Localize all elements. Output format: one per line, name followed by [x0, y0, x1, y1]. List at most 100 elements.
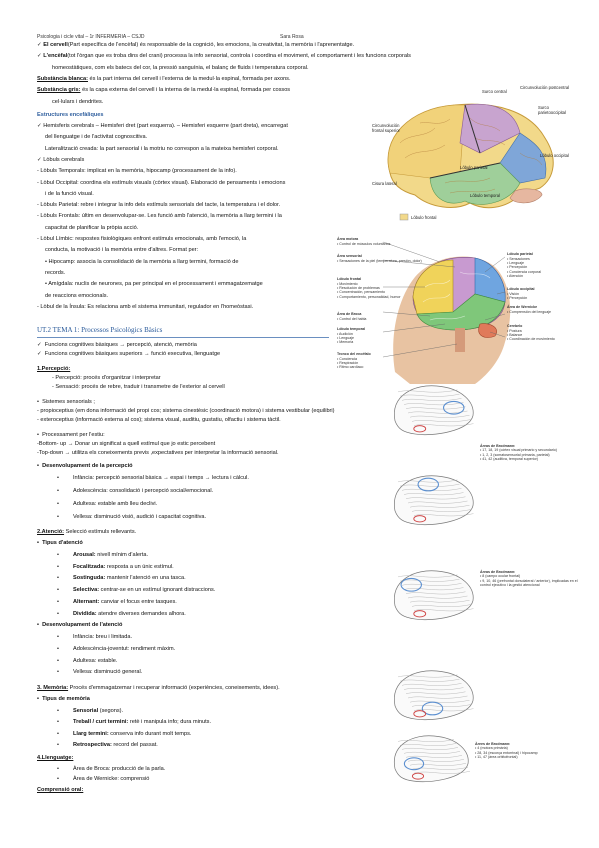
function-item: • Ritmo cardíaco [337, 365, 364, 370]
tipus-atencio-title: • Tipus d'atenció [37, 540, 83, 546]
function-item: • Control del habla [337, 316, 367, 321]
intro-text: homeostàtiques, com els batecs del cor, … [52, 64, 309, 71]
structure-line: records. [45, 269, 66, 276]
brodmann-brain [394, 735, 471, 783]
list-item: •Sostinguda: mantenir l'atenció en una t… [57, 575, 186, 582]
list-item: •Adolescència-joventut: rendiment màxim. [57, 646, 175, 653]
percepcio-title: 1.Percepció: [37, 366, 71, 372]
function-item: • Movimiento [337, 281, 358, 286]
brodmann-item: • 9, 10, 46 (prefrontal dorsolateral / a… [480, 578, 578, 588]
label-surco-parieto: Surco parietooccipital [538, 105, 566, 115]
brodmann-item: • 28, 34 (escorça entorrinal) i hipocamp [475, 750, 538, 755]
list-text: Adultesa: estable. [72, 657, 118, 664]
ut-item-1: ✓ Funcions cognitives bàsiques → percepc… [37, 342, 197, 348]
function-item: • Conciencia corporal [507, 269, 542, 274]
list-text: resposta a un únic estímul. [105, 563, 174, 570]
list-term: Selectiva: [72, 587, 100, 594]
list-text: centrar-se en un estímul ignorant distra… [99, 587, 216, 594]
intro-term: El cervell [43, 42, 68, 48]
function-item: • Atención [507, 274, 524, 279]
brodmann-item: • 4 (motora primària) [475, 746, 508, 751]
proces-line-2: -Top-down → utilitza els coneixements pr… [37, 450, 279, 456]
list-text: retè i manipula info; dura minuts. [128, 719, 212, 726]
list-item: •Àrea de Wernicke: comprensió [57, 776, 149, 783]
structures-title: Estructures encefàliques [37, 112, 104, 118]
function-group-title: Cerebelo [507, 324, 523, 328]
list-text: Vellesa: disminució visió, audició i cap… [72, 514, 207, 520]
list-item: • Infància: percepció sensorial bàsica → … [57, 475, 249, 482]
title-rule [37, 337, 329, 338]
structure-line: - Lòbul Límbic: respostes fisiològiques … [37, 236, 247, 242]
brodmann-brain [394, 385, 474, 435]
structure-line: conducta, la motivació i la memòria entr… [45, 247, 199, 254]
structure-line: - Lòbuls Frontals: últim en desenvolupar… [37, 213, 282, 220]
intro-text: és la part interna del cervell i l'exter… [87, 75, 291, 82]
list-text: Adultesa: estable amb lleu declivi. [72, 501, 158, 507]
intro-line: ✓ El cervell(Part específica de l'encèfa… [37, 42, 355, 48]
structure-line: Lateralització creada: la part sensorial… [45, 145, 279, 152]
intro-line: cel·lulars i dendrites. [52, 99, 103, 106]
bullet-icon: • [57, 741, 59, 748]
brodmann-brain [394, 475, 474, 525]
brodmann-figure: Áreas de Brodmann: • 17, 18, 19 (córtex … [385, 384, 585, 824]
structure-line: - Lòbul Occipital: coordina els estímuls… [37, 179, 286, 186]
tipus-memoria-title: • Tipus de memòria [37, 696, 90, 702]
label-lobulo-temporal: Lóbulo temporal [470, 193, 501, 198]
structure-line: i de la funció visual. [45, 190, 94, 197]
list-item: •Vellesa: disminució visió, audició i ca… [57, 514, 206, 521]
bullet-icon: • [57, 610, 59, 617]
header-author: Sara Rosa [280, 34, 304, 40]
bullet-icon: • [57, 563, 59, 570]
list-term: Arousal: [72, 552, 96, 558]
structure-line: - Lòbuls Temporals: implicat en la memòr… [37, 168, 237, 175]
structure-line: de reaccions emocionals. [45, 292, 109, 299]
function-item: • Lenguaje [507, 261, 525, 265]
list-item: •Sensorial (segons). [57, 708, 123, 715]
bullet-icon: • [57, 775, 59, 782]
list-text: Adolescència-joventut: rendiment màxim. [72, 645, 176, 652]
proces-line-1: -Bottom- up → Donar un significat a quel… [37, 441, 216, 447]
intro-line: ✓ L'encèfal(tot l'òrgan que es troba din… [37, 53, 411, 60]
sistemes-line-2: - exteroceptius (informació externa al c… [37, 417, 281, 423]
list-text: atendre diverses demandes alhora. [96, 610, 186, 617]
structure-line: - Lòbul de la Ínsula: Es relaciona amb e… [37, 303, 254, 310]
function-item: • Comportamiento, personalidad, humor [337, 294, 401, 299]
comprensio-title: Comprensió oral: [37, 787, 84, 793]
atencio-line: 2.Atenció: Selecció estímuls rellevants. [37, 529, 137, 535]
list-term: Sostinguda: [72, 575, 106, 582]
list-text: Infància: percepció sensorial bàsica → e… [72, 475, 249, 481]
function-group-title: Área de Wernicke [507, 305, 538, 309]
sistemes-title: • Sistemes sensorials ; [37, 399, 95, 405]
brain-functions-figure: Área motora• Control de músculos volunta… [335, 232, 585, 384]
structure-line: ✓ Lòbuls cerebrals [37, 156, 85, 163]
list-text: Vellesa: disminució general. [72, 669, 143, 676]
label-legend-frontal: Lóbulo frontal [411, 215, 437, 220]
list-text: mantenir l'atenció en una tasca. [105, 575, 186, 582]
structure-line: - Lòbuls Parietal: rebre i integrar la i… [37, 202, 281, 209]
list-text: Àrea de Broca: producció de la parla. [72, 766, 166, 772]
intro-term: L'encèfal [43, 53, 68, 60]
function-group-title: Lóbulo frontal [337, 277, 362, 281]
list-item: •Dividida: atendre diverses demandes alh… [57, 611, 186, 618]
desenv-atencio-title: • Desenvolupament de l'atenció [37, 622, 123, 628]
bullet-icon: • [57, 501, 59, 507]
function-item: • Postura [507, 328, 522, 333]
list-text: conserva info durant molt temps. [108, 730, 192, 737]
list-text: nivell mínim d'alerta. [95, 552, 149, 558]
memoria-line: 3. Memòria: Procés d'emmagatzemar i recu… [37, 685, 280, 691]
label-surco-central: Surco central [482, 89, 507, 94]
brodmann-brain [394, 670, 474, 720]
function-item: • Conciencia [337, 356, 358, 361]
proces-title: • Processament per l'estiu: [37, 432, 105, 438]
brodmann-item: • 41, 42 (auditiva, temporal superior) [480, 457, 538, 462]
list-text: (segons). [98, 708, 124, 714]
list-text: Adolescència: consolidació i percepció s… [72, 488, 214, 494]
function-item: • Percepción [507, 296, 528, 300]
percepcio-line-2: - Sensació: procés de rebre, traduir i t… [52, 384, 225, 390]
list-text: Infància: breu i limitada. [72, 634, 133, 640]
function-group-title: Área de Broca [337, 312, 362, 316]
list-item: •Vellesa: disminució general. [57, 669, 142, 676]
intro-text: (Part específica de l'encèfal) és respon… [67, 42, 355, 48]
bullet-icon: • [57, 475, 59, 481]
intro-term: Substància gris: [37, 87, 81, 94]
